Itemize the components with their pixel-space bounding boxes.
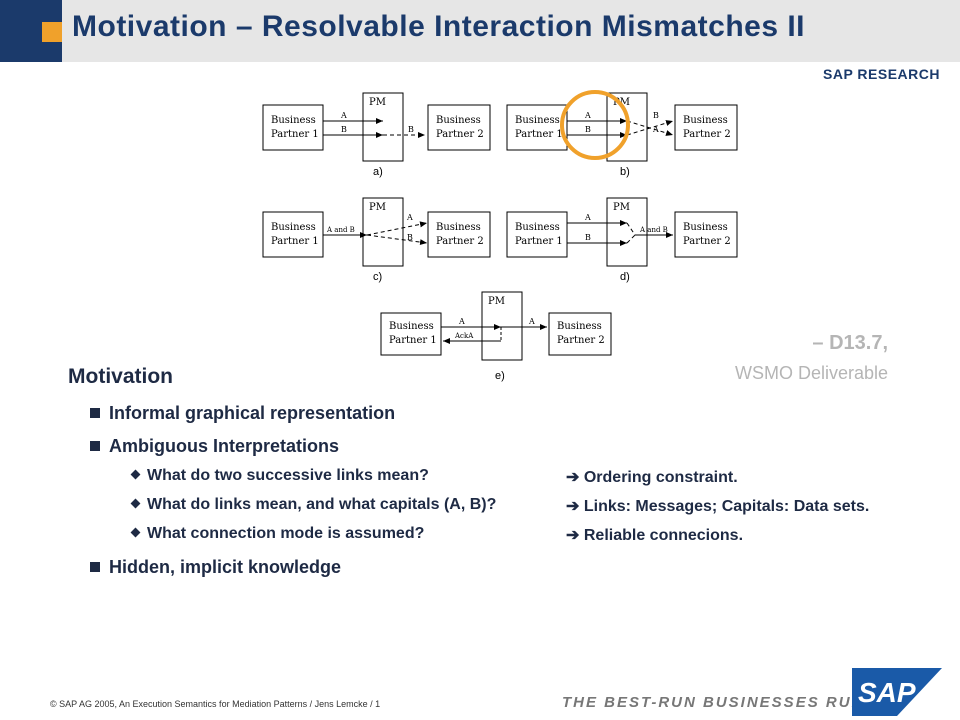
question-text: What connection mode is assumed?: [147, 525, 425, 542]
diamond-bullet-icon: [130, 527, 141, 538]
bullet-text: Informal graphical representation: [109, 403, 396, 423]
bullet-text: Ambiguous Interpretations: [109, 436, 340, 456]
label-b: b): [620, 166, 630, 178]
sap-logo-text: SAP: [858, 677, 916, 708]
bp1-line1: Business: [271, 115, 316, 126]
diamond-bullet-icon: [130, 469, 141, 480]
label-c: c): [373, 271, 382, 283]
mediation-pattern-diagram: Business Partner 1 PM A B B Business Par…: [262, 90, 738, 382]
slide-title: Motivation – Resolvable Interaction Mism…: [72, 10, 806, 43]
msg-a: A: [406, 213, 413, 222]
label-e: e): [495, 370, 505, 382]
sub-bullet-answer: ➔ Reliable connecions.: [566, 525, 743, 545]
bp2-line1: Business: [683, 222, 728, 233]
msg-b: B: [585, 125, 591, 134]
pm-label: PM: [613, 202, 630, 213]
msg-acka: AckA: [454, 332, 474, 340]
bp1-line1: Business: [389, 321, 434, 332]
msg-a: A: [340, 111, 347, 120]
highlight-circle: [560, 90, 630, 160]
footer-tagline: THE BEST-RUN BUSINESSES RUN SAP: [562, 694, 908, 711]
msg-a: A: [528, 317, 535, 326]
reference-deliverable-name: WSMO Deliverable: [734, 363, 888, 383]
diamond-bullet-icon: [130, 498, 141, 509]
sub-bullet-question: What do two successive links mean?: [130, 467, 429, 485]
answer-text: Links: Messages; Capitals: Data sets.: [583, 498, 870, 515]
msg-a: A: [584, 213, 591, 222]
arrow-right-icon: ➔: [566, 469, 580, 486]
arrow-right-icon: ➔: [566, 498, 580, 515]
msg-a-and-b: A and B: [326, 226, 355, 234]
bp2-line2: Partner 2: [683, 236, 731, 247]
bp1-line2: Partner 1: [515, 236, 563, 247]
footer-copyright: © SAP AG 2005, An Execution Semantics fo…: [50, 699, 381, 709]
header-orange-square: [42, 22, 62, 42]
section-heading: Motivation: [68, 365, 173, 388]
msg-a: A: [584, 111, 591, 120]
diagram-a: Business Partner 1 PM A B B Business Par…: [262, 92, 491, 178]
pm-label: PM: [369, 97, 386, 108]
bp2-line1: Business: [436, 115, 481, 126]
sap-logo: SAP: [852, 668, 942, 716]
msg-b: B: [408, 125, 414, 134]
reference-deliverable-id: – D13.7,: [812, 332, 888, 354]
msg-b: B: [341, 125, 347, 134]
bp1-line2: Partner 1: [515, 129, 563, 140]
square-bullet-icon: [90, 408, 100, 418]
msg-a: A: [652, 125, 659, 134]
sub-bullet-answer: ➔ Ordering constraint.: [566, 467, 738, 487]
bullet-item: Informal graphical representation: [90, 403, 395, 424]
label-a: a): [373, 166, 383, 178]
diagram-b: Business Partner 1 PM A B B A Business P…: [506, 90, 738, 178]
bullet-text: Hidden, implicit knowledge: [109, 557, 342, 577]
bp2-line2: Partner 2: [436, 236, 484, 247]
answer-text: Ordering constraint.: [583, 469, 738, 486]
header-gray-band: [62, 0, 960, 62]
sub-bullet-answer: ➔ Links: Messages; Capitals: Data sets.: [566, 496, 869, 516]
bp1-line1: Business: [271, 222, 316, 233]
answer-text: Reliable connecions.: [583, 527, 744, 544]
bp1-line2: Partner 1: [271, 129, 319, 140]
header-bar: Motivation – Resolvable Interaction Mism…: [0, 0, 960, 62]
bp2-line1: Business: [557, 321, 602, 332]
pm-label: PM: [369, 202, 386, 213]
msg-a: A: [458, 317, 465, 326]
sub-bullet-question: What do links mean, and what capitals (A…: [130, 496, 497, 514]
sap-research-logo: SAP RESEARCH: [823, 66, 940, 82]
diagram-e: Business Partner 1 PM A AckA A Business …: [380, 291, 612, 382]
bp2-line1: Business: [436, 222, 481, 233]
bp2-line2: Partner 2: [436, 129, 484, 140]
bp1-line2: Partner 1: [271, 236, 319, 247]
bp1-line2: Partner 1: [389, 335, 437, 346]
bp2-line1: Business: [683, 115, 728, 126]
diagram-d: Business Partner 1 PM A B A and B Busine…: [506, 197, 738, 283]
sub-bullet-question: What connection mode is assumed?: [130, 525, 425, 543]
msg-b: B: [653, 111, 659, 120]
bullet-item: Ambiguous Interpretations: [90, 436, 339, 457]
bp1-line1: Business: [515, 222, 560, 233]
bp2-line2: Partner 2: [557, 335, 605, 346]
square-bullet-icon: [90, 441, 100, 451]
square-bullet-icon: [90, 562, 100, 572]
label-d: d): [620, 271, 630, 283]
question-text: What do two successive links mean?: [147, 467, 429, 484]
arrow-right-icon: ➔: [566, 527, 580, 544]
question-text: What do links mean, and what capitals (A…: [147, 496, 497, 513]
diagram-c: Business Partner 1 PM A and B A B Busine…: [262, 197, 491, 283]
msg-b: B: [407, 233, 413, 242]
msg-a-and-b: A and B: [639, 226, 668, 234]
msg-b: B: [585, 233, 591, 242]
bullet-item: Hidden, implicit knowledge: [90, 557, 341, 578]
pm-label: PM: [488, 296, 505, 307]
bp1-line1: Business: [515, 115, 560, 126]
bp2-line2: Partner 2: [683, 129, 731, 140]
